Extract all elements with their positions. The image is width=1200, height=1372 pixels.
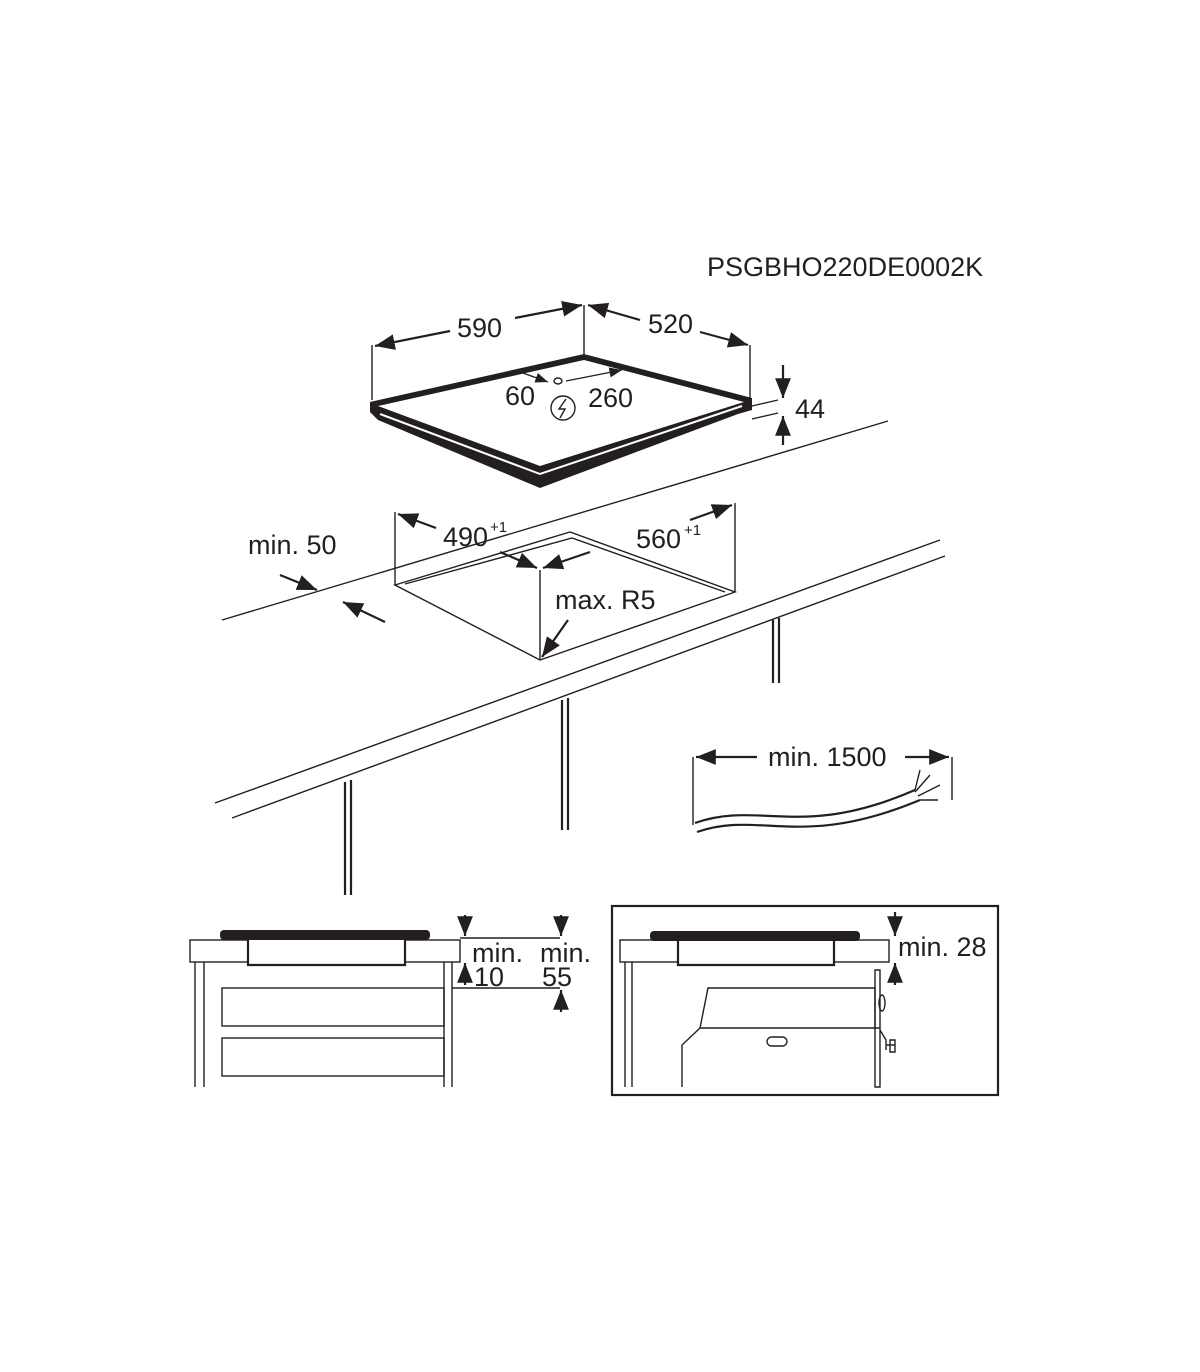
min-55-value: 55 xyxy=(542,962,572,992)
hob-width-label: 590 xyxy=(457,313,502,343)
electric-connection-icon xyxy=(550,395,576,421)
hob-depth-label: 520 xyxy=(648,309,693,339)
cutout-width-label: 490 xyxy=(443,522,488,552)
min-28-label: min. 28 xyxy=(898,932,987,962)
cutout-depth-tol: +1 xyxy=(684,522,701,539)
cable-length-label: min. 1500 xyxy=(768,742,887,772)
section-right: min. 28 xyxy=(610,904,1000,1097)
min-edge-label: min. 50 xyxy=(248,530,337,560)
section-left: min. 10 min. 55 xyxy=(189,915,591,1087)
conn-left-label: 60 xyxy=(505,381,535,411)
product-code: PSGBHO220DE0002K xyxy=(707,252,983,282)
conn-right-label: 260 xyxy=(588,383,633,413)
hob-height-label: 44 xyxy=(795,394,825,424)
radius-label: max. R5 xyxy=(555,585,656,615)
min-10-value: 10 xyxy=(474,962,504,992)
cutout-width-tol: +1 xyxy=(490,519,507,536)
cable: min. 1500 xyxy=(692,742,953,834)
min-55-prefix: min. xyxy=(540,938,591,968)
cutout-depth-label: 560 xyxy=(636,524,681,554)
worktop: 490 +1 560 +1 min. 50 max. R5 xyxy=(214,420,946,895)
min-10-prefix: min. xyxy=(472,938,523,968)
hob: 590 520 44 60 260 xyxy=(370,300,825,488)
